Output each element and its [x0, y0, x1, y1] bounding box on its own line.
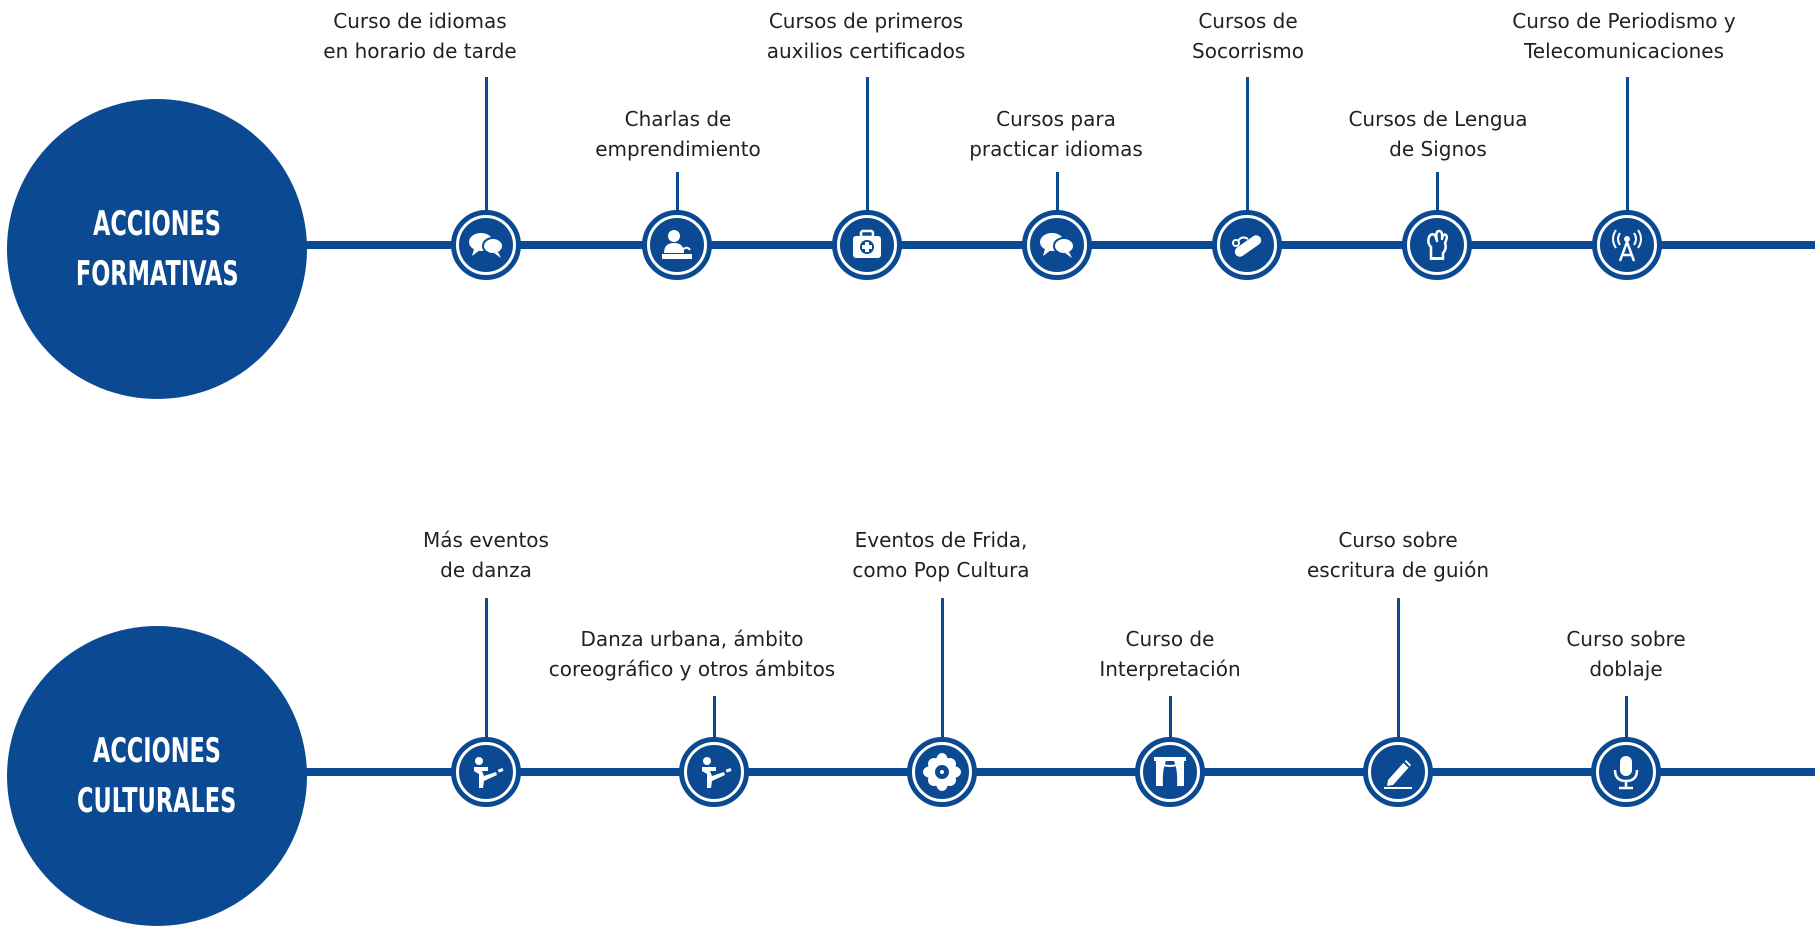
connector-line [1625, 696, 1628, 739]
connector-line [941, 598, 944, 739]
connector-line [1626, 77, 1629, 211]
timeline-line [270, 768, 1815, 776]
connector-line [676, 172, 679, 212]
connector-line [1397, 598, 1400, 739]
microphone-icon [1591, 737, 1661, 807]
section-title-circle: ACCIONES FORMATIVAS [7, 99, 307, 399]
connector-line [713, 696, 716, 739]
section-title-line-1: ACCIONES [92, 731, 221, 771]
dancer-icon [451, 737, 521, 807]
lifeguard-icon [1212, 210, 1282, 280]
first-aid-kit-icon [832, 210, 902, 280]
pen-writing-icon [1363, 737, 1433, 807]
sign-language-hand-icon [1402, 210, 1472, 280]
item-label: Eventos de Frida,como Pop Cultura [852, 528, 1030, 582]
section-title-line-2: FORMATIVAS [75, 254, 239, 294]
section-title-line-2: CULTURALES [77, 781, 237, 821]
connector-line [866, 77, 869, 211]
flower-icon [907, 737, 977, 807]
connector-line [1246, 77, 1249, 211]
connector-line [485, 598, 488, 739]
section-title-line-1: ACCIONES [92, 204, 221, 244]
speech-bubbles-icon [1022, 210, 1092, 280]
speech-bubbles-icon [451, 210, 521, 280]
section-title-circle: ACCIONES CULTURALES [7, 626, 307, 926]
connector-line [1056, 172, 1059, 212]
radio-antenna-icon [1592, 210, 1662, 280]
connector-line [1436, 172, 1439, 212]
dancer-icon [679, 737, 749, 807]
theater-stage-icon [1135, 737, 1205, 807]
connector-line [485, 77, 488, 211]
connector-line [1169, 696, 1172, 739]
speaker-podium-icon [642, 210, 712, 280]
